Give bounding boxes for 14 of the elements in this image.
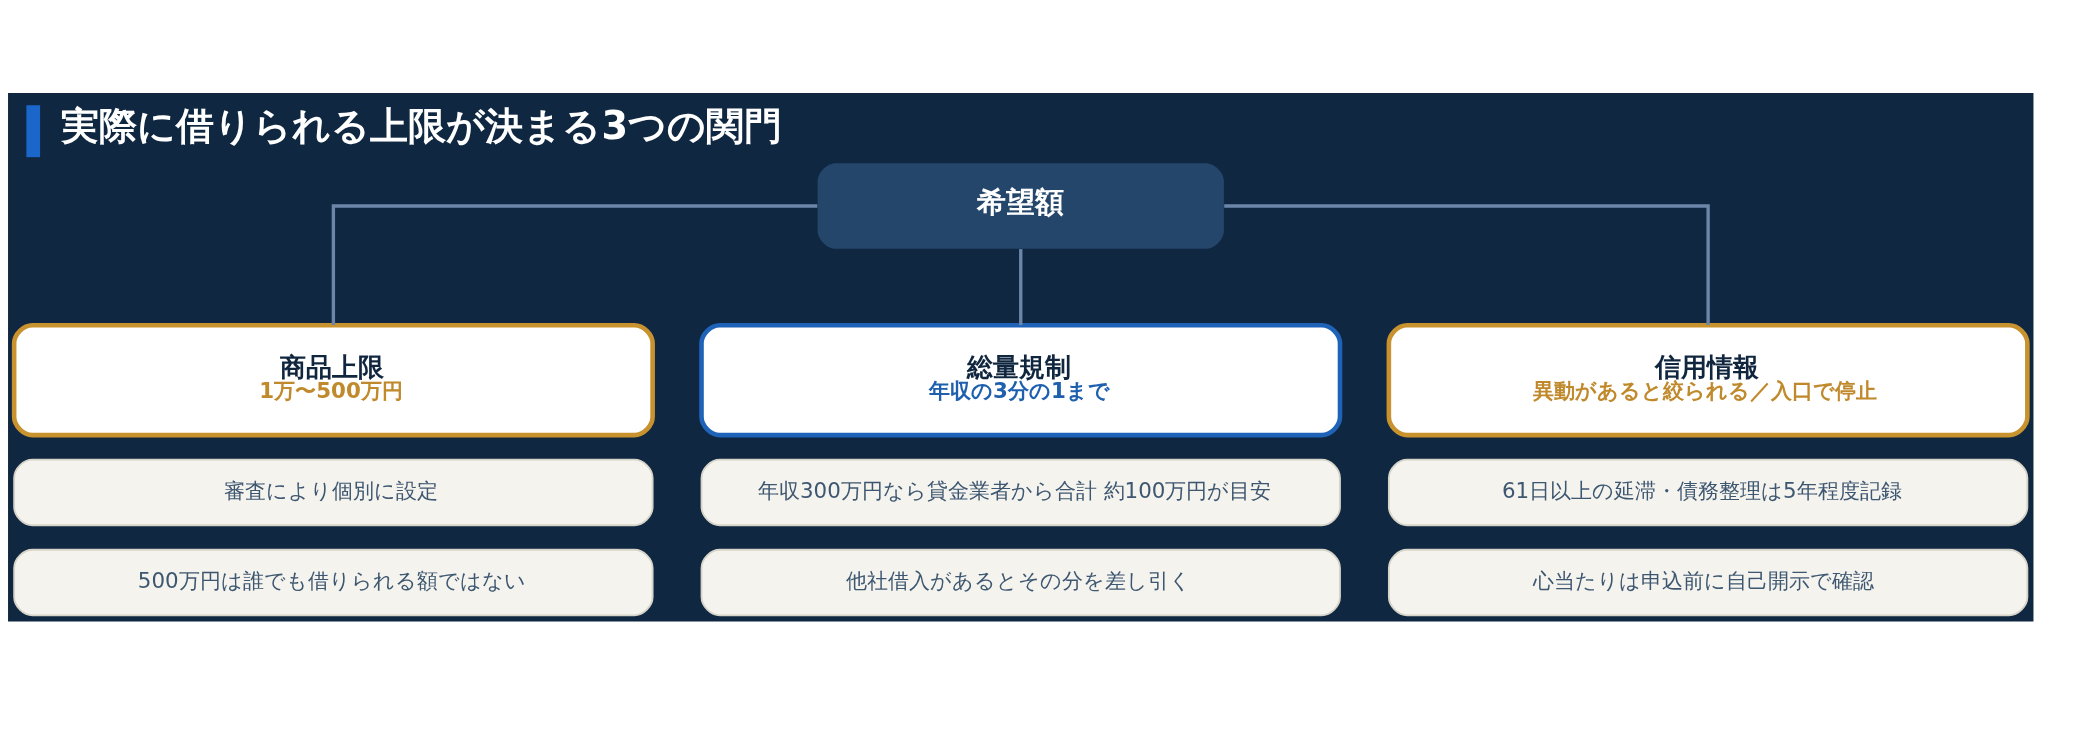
node-box: 他社借入があるとその分を差し引く bbox=[700, 548, 1341, 616]
node-box: 年収300万円なら貸金業者から合計 約100万円が目安 bbox=[700, 458, 1341, 526]
diagram-title: 実際に借りられる上限が決まる3つの関門 bbox=[61, 103, 783, 148]
node-box: 信用情報 異動があると絞られる／入口で停止 bbox=[1386, 322, 2030, 437]
connector bbox=[331, 203, 818, 325]
connector bbox=[1224, 203, 1710, 325]
node-box: 心当たりは申込前に自己開示で確認 bbox=[1387, 548, 2029, 616]
node-box: 61日以上の延滞・債務整理は5年程度記録 bbox=[1387, 458, 2029, 526]
node-box: 500万円は誰でも借りられる額ではない bbox=[13, 548, 654, 616]
node-box: 総量規制 年収の3分の1まで bbox=[699, 322, 1343, 437]
node-box: 審査により個別に設定 bbox=[13, 458, 654, 526]
node-box: 商品上限 1万〜500万円 bbox=[11, 322, 655, 437]
node-box: 希望額 bbox=[817, 162, 1224, 249]
connector bbox=[1019, 248, 1023, 325]
